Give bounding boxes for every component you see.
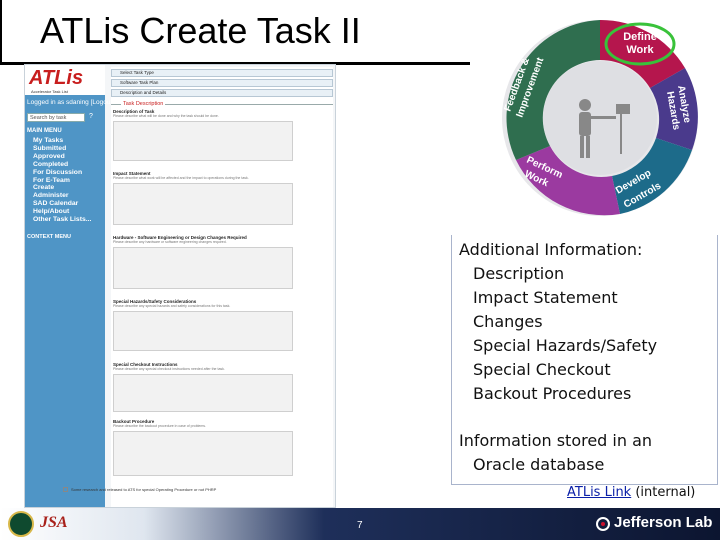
search-input[interactable]: Search by task [27, 113, 85, 122]
jsa-logo: JSA [40, 514, 68, 531]
sidebar-menu-item[interactable]: Administer [33, 192, 69, 200]
sidebar-menu-item[interactable]: My Tasks [33, 137, 64, 144]
field-label: Hardware - Software Engineering or Desig… [113, 235, 247, 240]
field-label: Description of Task [113, 109, 155, 114]
doe-seal-icon [8, 511, 34, 537]
main-menu-heading: MAIN MENU [27, 128, 62, 134]
field-textarea[interactable] [113, 182, 293, 225]
wheel-segment-perform [516, 146, 620, 216]
info-list-item: Changes [473, 312, 543, 331]
jefferson-lab-mark-icon [596, 517, 610, 531]
atlis-link-line: ATLis Link (internal) [567, 485, 695, 500]
field-textarea[interactable] [113, 120, 293, 161]
footer-checkbox-row: Some research and released to ATS for sp… [63, 487, 217, 493]
sidebar-menu-item[interactable]: Approved [33, 152, 65, 160]
title-underline [0, 62, 470, 65]
storage-detail: Oracle database [473, 455, 605, 474]
form-field: Hardware - Software Engineering or Desig… [113, 235, 293, 289]
wheel-segment-define [600, 19, 685, 88]
field-textarea[interactable] [113, 310, 293, 351]
field-label: Impact Statement [113, 171, 151, 176]
sidebar-menu-item[interactable]: Create [33, 184, 55, 192]
sidebar-menu-item[interactable]: SAD Calendar [33, 200, 79, 208]
field-label: Special Checkout Instructions [113, 362, 178, 367]
field-textarea[interactable] [113, 430, 293, 476]
wheel-segment-develop [612, 138, 692, 214]
wizard-step[interactable]: Select Task Type [111, 69, 333, 77]
sidebar-menu-item[interactable]: Submitted [33, 144, 67, 152]
atlis-logo-box: ATLis Accelerator Task List [25, 65, 105, 95]
info-list-item: Backout Procedures [473, 384, 632, 403]
page-number: 7 [357, 520, 363, 531]
field-textarea[interactable] [113, 373, 293, 412]
field-textarea[interactable] [113, 246, 293, 289]
atlis-link[interactable]: ATLis Link [567, 485, 632, 500]
field-label: Backout Procedure [113, 419, 155, 424]
info-list-item: Impact Statement [473, 288, 618, 307]
checkbox[interactable] [63, 487, 68, 493]
worker-figure-icon [579, 99, 630, 158]
atlis-link-suffix: (internal) [631, 485, 696, 500]
sidebar-menu-item[interactable]: Help/About [33, 208, 70, 216]
atlis-logo: ATLis [29, 67, 84, 89]
context-menu-heading[interactable]: CONTEXT MENU [27, 234, 71, 240]
storage-heading: Information stored in an [459, 431, 653, 450]
field-hint: Please describe what will be done and wh… [113, 114, 219, 118]
field-hint: Please describe what work will be affect… [113, 176, 249, 180]
sidebar-menu-item[interactable]: Other Task Lists... [33, 216, 92, 224]
atlis-logo-subtitle: Accelerator Task List [31, 89, 68, 94]
slide-title: ATLis Create Task II [40, 10, 361, 51]
section-tab-task-description: Task Description [121, 101, 166, 107]
field-hint: Please describe any hardware or software… [113, 240, 227, 244]
title-left-rule [0, 0, 2, 62]
define-work-highlight [604, 22, 676, 66]
wizard-step[interactable]: Software Task Plan [111, 79, 333, 87]
ism-wheel: Define Work Analyze Hazards Develop Cont… [502, 19, 698, 216]
wizard-step[interactable]: Description and Details [111, 89, 333, 97]
sidebar-menu-item[interactable]: For Discussion [33, 168, 83, 176]
additional-info-heading: Additional Information: [459, 240, 643, 259]
info-list-item: Special Checkout [473, 360, 611, 379]
atlis-screenshot: ATLis Accelerator Task List Logged in as… [24, 64, 336, 508]
sidebar-menu-item[interactable]: Completed [33, 160, 69, 168]
section-rule [111, 104, 333, 105]
footer-checkbox-label: Some research and released to ATS for sp… [71, 487, 217, 492]
search-help-icon[interactable]: ? [89, 113, 93, 120]
field-hint: Please describe any special checkout ins… [113, 367, 225, 371]
wheel-label-define-2: Work [626, 44, 654, 56]
wheel-segment-feedback [506, 20, 600, 160]
jefferson-lab-logo: Jefferson Lab [614, 514, 713, 531]
login-status[interactable]: Logged in as sdaning [Logout] [27, 99, 115, 106]
sidebar-menu-item[interactable]: For E-Team [33, 176, 70, 184]
wheel-label-define-1: Define [623, 31, 657, 43]
info-list-item: Special Hazards/Safety [473, 336, 658, 355]
field-hint: Please describe any special hazards and … [113, 304, 231, 308]
field-hint: Please describe the backout procedure in… [113, 424, 206, 428]
slide-footer: JSA 7 Jefferson Lab [0, 508, 720, 540]
atlis-sidebar: ATLis Accelerator Task List Logged in as… [25, 65, 114, 507]
field-label: Special Hazards/Safety Considerations [113, 299, 197, 304]
info-list-item: Description [473, 264, 565, 283]
wheel-segment-analyze [650, 68, 698, 150]
